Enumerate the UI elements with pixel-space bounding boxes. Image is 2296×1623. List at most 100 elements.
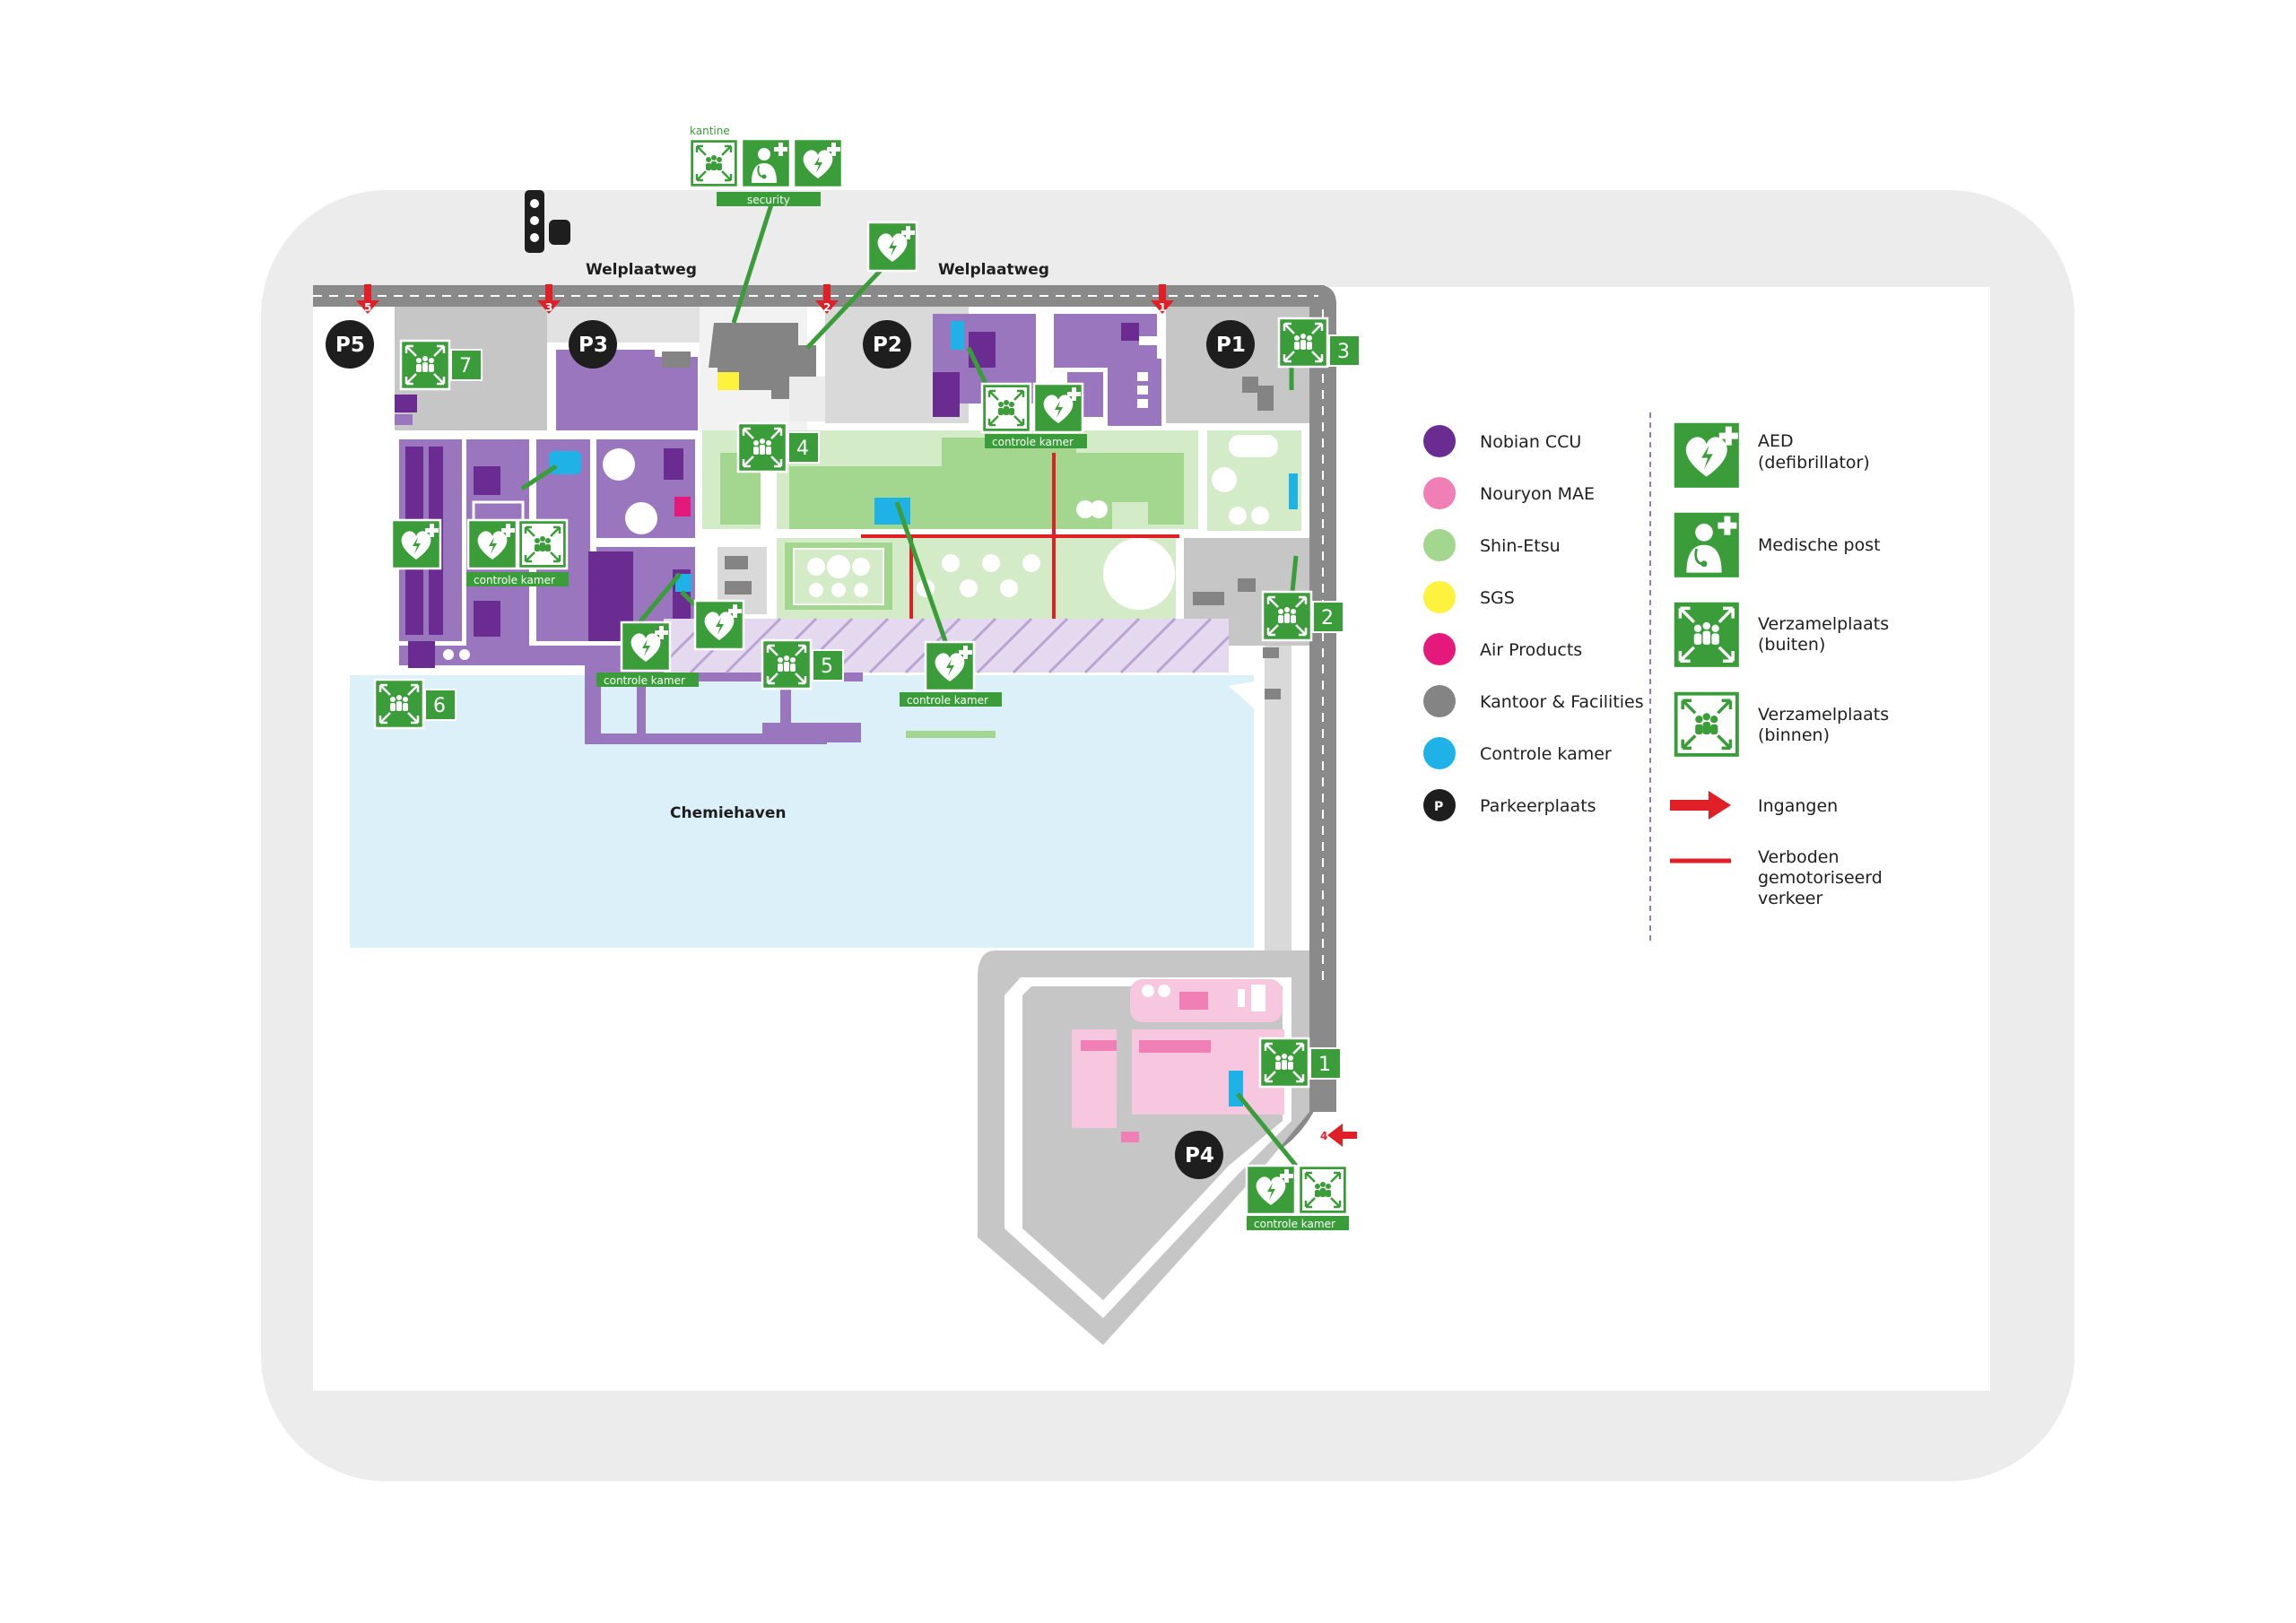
legend-label: Kantoor & Facilities [1480,692,1644,712]
legend-item-verboden-verkeer: Verboden gemotoriseerd verkeer [1670,847,1883,908]
entrance-arrow-icon [1670,791,1731,820]
assembly-inside-icon [1671,689,1743,760]
entrance-number: 1 [1159,301,1166,314]
aed-sign-center [693,599,745,651]
security-tag-label: security [747,194,790,206]
chemiehaven-water [350,675,1254,948]
legend-label: Controle kamer [1480,744,1612,764]
legend-label: SGS [1480,588,1515,608]
entrance-arrow-5: 5 [356,284,379,314]
control-room-cluster-south: controle kamer [1245,1164,1349,1230]
legend-label: AED [1758,431,1794,451]
legend-item-sgs: SGS [1423,581,1515,613]
legend-item-parkeerplaats: P Parkeerplaats [1423,789,1596,821]
parking-label: P3 [578,334,608,357]
legend-label: Ingangen [1758,796,1838,816]
assembly-point-5: 5 [761,638,844,690]
assembly-number: 2 [1321,607,1334,629]
legend-item-nobian-ccu: Nobian CCU [1423,425,1581,457]
medical-post-icon [1671,509,1743,581]
parking-label: P1 [1216,334,1246,357]
assembly-point-6: 6 [373,678,457,730]
legend-item-controle-kamer: Controle kamer [1423,737,1612,769]
parking-label: P2 [873,334,902,357]
aed-sign-entrance-2 [866,221,918,273]
sign-connector-lines [520,204,1299,1167]
parking-label: P4 [1185,1144,1214,1167]
legend-item-medische-post: Medische post [1671,509,1881,581]
parking-p5: P5 [326,320,374,369]
legend-item-air-products: Air Products [1423,633,1582,665]
legend-label: (buiten) [1758,635,1825,655]
legend-label: Verboden [1758,847,1839,867]
assembly-number: 5 [821,655,833,678]
legend-item-verzamelplaats-binnen: Verzamelplaats (binnen) [1671,689,1889,760]
legend-item-verzamelplaats-buiten: Verzamelplaats (buiten) [1671,599,1889,671]
legend-item-shin-etsu: Shin-Etsu [1423,529,1561,561]
legend-item-kantoor-facilities: Kantoor & Facilities [1423,685,1644,717]
control-room-cluster-center-west: controle kamer [596,621,699,687]
legend-label: gemotoriseerd [1758,868,1883,888]
assembly-number: 1 [1318,1054,1331,1076]
assembly-point-2: 2 [1261,590,1344,642]
legend-label: (defibrillator) [1758,453,1870,473]
parking-p3: P3 [569,320,617,369]
control-room-cluster-center: controle kamer [900,640,1002,707]
parking-symbol: P [1434,800,1443,814]
legend-label: Verzamelplaats [1758,614,1889,634]
entrance-arrow-2: 2 [815,284,839,314]
no-motorized-traffic-lines [861,453,1179,619]
entrance-number: 4 [1320,1130,1327,1142]
assembly-inside-sign-kantine [688,137,740,189]
security-tag [717,192,821,206]
legend-item-nouryon-mae: Nouryon MAE [1423,477,1595,509]
entrance-arrow-3: 3 [537,284,561,314]
assembly-number: 3 [1337,341,1350,363]
legend-label: Nouryon MAE [1480,484,1595,504]
control-room-tag-label: controle kamer [1254,1218,1335,1230]
legend-label: verkeer [1758,889,1822,908]
assembly-point-1: 1 [1258,1037,1342,1089]
legend-label: Verzamelplaats [1758,705,1889,725]
legend-label: Parkeerplaats [1480,796,1596,816]
shin-etsu-area [702,430,1301,738]
control-room-tag-label: controle kamer [907,694,988,707]
road-label-welplaatweg-west: Welplaatweg [586,261,697,279]
control-room-tag-label: controle kamer [992,436,1074,448]
traffic-light-icon [525,190,570,253]
control-room-tag-label: controle kamer [604,674,685,687]
assembly-number: 4 [796,438,809,460]
nouryon-mae-area [1072,979,1284,1142]
assembly-point-7: 7 [399,339,483,391]
legend: Nobian CCU Nouryon MAE Shin-Etsu SGS Air… [1423,412,1889,942]
entrance-number: 5 [364,301,371,314]
parking-p2: P2 [863,320,911,369]
water-label-chemiehaven: Chemiehaven [670,804,786,822]
parking-label: P5 [335,334,365,357]
legend-label: Shin-Etsu [1480,536,1561,556]
entrance-number: 3 [545,301,552,314]
road-label-welplaatweg-east: Welplaatweg [938,261,1049,279]
legend-item-ingangen: Ingangen [1670,791,1838,820]
aed-icon [1671,420,1743,491]
entrance-number: 2 [823,301,831,314]
control-room-cluster-north: controle kamer [980,382,1087,448]
assembly-point-3: 3 [1277,317,1361,369]
entrance-arrow-1: 1 [1151,284,1174,314]
legend-label: Medische post [1758,535,1881,555]
legend-label: Air Products [1480,640,1582,660]
medical-post-sign-security [740,137,792,189]
aed-sign-west-edge [390,518,442,570]
air-products-area [674,497,691,516]
parking-p1: P1 [1206,320,1255,369]
assembly-number: 7 [459,355,472,378]
legend-label: (binnen) [1758,725,1830,745]
legend-item-aed: AED (defibrillator) [1671,420,1870,491]
control-room-tag-label: controle kamer [474,574,555,586]
welplaatweg-road [313,285,1336,1148]
assembly-point-4: 4 [736,421,820,473]
assembly-number: 6 [433,695,446,717]
control-room-cluster-west: controle kamer [466,518,569,586]
parking-p4: P4 [1175,1131,1223,1179]
